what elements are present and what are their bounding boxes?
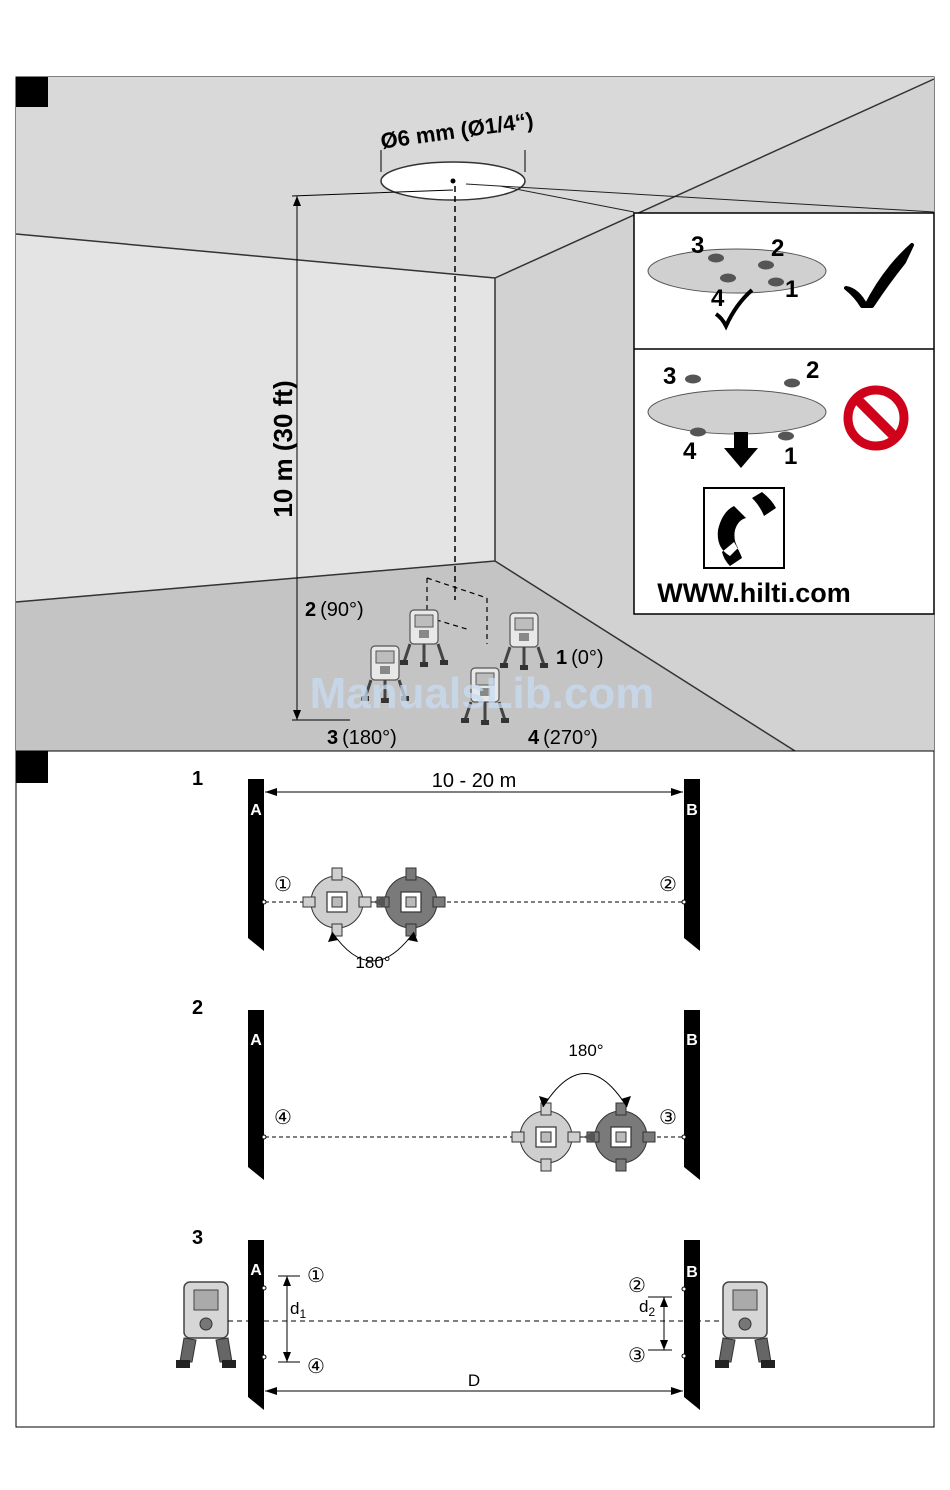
bad-dot-3 <box>685 375 701 384</box>
position-3-label: 3(180°) <box>327 727 397 749</box>
step-3-dot-3 <box>682 1354 686 1358</box>
step-2-wall-b-label: B <box>686 1032 698 1049</box>
bad-dot-2 <box>784 379 800 388</box>
ok-label-4: 4 <box>711 285 725 312</box>
bad-dot-1 <box>778 432 794 441</box>
step-3-number: 3 <box>192 1227 203 1249</box>
ok-dot-4 <box>720 274 736 283</box>
step-1-mark-1: ① <box>274 874 292 896</box>
step-1-mark-left-dot <box>262 900 266 904</box>
ok-target-disc <box>648 249 826 293</box>
watermark: ManualsLib.com <box>310 669 655 718</box>
step-1-rotation-label: 180° <box>355 953 390 972</box>
ok-dot-1 <box>768 278 784 287</box>
room-left-wall <box>16 234 495 602</box>
step-3-dot-2 <box>682 1287 686 1291</box>
ceiling-target-center <box>451 179 456 184</box>
step-2-mark-4: ④ <box>274 1107 292 1129</box>
step-3-mark-2: ② <box>628 1275 646 1297</box>
step-1-distance-label: 10 - 20 m <box>432 770 516 792</box>
step-1-number: 1 <box>192 768 203 790</box>
bad-label-4: 4 <box>683 438 697 465</box>
hilti-url: WWW.hilti.com <box>657 578 850 608</box>
step-2-number: 2 <box>192 997 203 1019</box>
step-2-mark-3: ③ <box>659 1107 677 1129</box>
step-1-wall-b-label: B <box>686 802 698 819</box>
bad-label-1: 1 <box>784 443 797 470</box>
ok-label-2: 2 <box>771 235 784 262</box>
figure-1-marker <box>16 77 48 107</box>
height-label: 10 m (30 ft) <box>268 380 298 517</box>
ok-label-1: 1 <box>785 276 798 303</box>
position-2-label: 2(90°) <box>305 599 364 621</box>
bad-label-2: 2 <box>806 357 819 384</box>
bad-dot-4 <box>690 428 706 437</box>
step-1-mark-right-dot <box>682 900 686 904</box>
phone-box <box>704 488 784 568</box>
bad-label-3: 3 <box>663 363 676 390</box>
step-3-dot-4 <box>262 1355 266 1359</box>
figure-1: Ø6 mm (Ø1/4“) 10 m (30 ft) 2(90°) 1(0°) … <box>16 77 934 751</box>
figure-2-frame <box>16 751 934 1427</box>
step-1-mark-2: ② <box>659 874 677 896</box>
step-2-wall-a-label: A <box>250 1032 262 1049</box>
bad-target-disc <box>648 390 826 434</box>
position-1-label: 1(0°) <box>556 647 604 669</box>
step-1-wall-a-label: A <box>250 802 262 819</box>
step-2-mark-left-dot <box>262 1135 266 1139</box>
step-2-rotation-label: 180° <box>568 1041 603 1060</box>
step-3-mark-3: ③ <box>628 1345 646 1367</box>
step-3-mark-4: ④ <box>307 1356 325 1378</box>
figure-2-marker <box>16 751 48 783</box>
step-3-wall-b-label: B <box>686 1264 698 1281</box>
position-4-label: 4(270°) <box>528 727 598 749</box>
step-2-mark-right-dot <box>682 1135 686 1139</box>
step-3-dot-1 <box>262 1286 266 1290</box>
step-3-D-label: D <box>468 1371 480 1390</box>
ok-dot-3 <box>708 254 724 263</box>
step-3-wall-a-label: A <box>250 1262 262 1279</box>
step-3-mark-1: ① <box>307 1265 325 1287</box>
figure-2: 1 A B 10 - 20 m ① ② 180° 2 A B <box>16 751 934 1427</box>
ok-label-3: 3 <box>691 232 704 259</box>
